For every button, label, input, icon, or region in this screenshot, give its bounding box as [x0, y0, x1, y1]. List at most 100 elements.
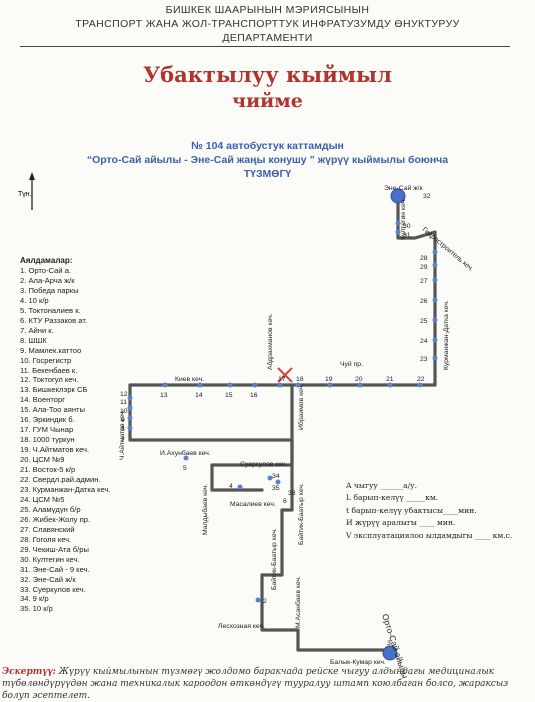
street-maldybaev: Малдыбаев кеч.: [201, 484, 209, 535]
header-rule: [20, 46, 510, 47]
legend-stop: 11. Бекенбаев к.: [20, 365, 78, 375]
header-line-3: ДЕПАРТАМЕНТИ: [222, 32, 313, 44]
stop-num-7: 7: [121, 437, 125, 444]
legend-stop: 8. ШШК: [20, 335, 47, 345]
stat-line-5: V эксплуатациялоо ылдамдыгы ____ км.с.: [346, 530, 513, 540]
stop-num-30: 30: [403, 223, 411, 230]
legend-stop: 24. ЦСМ №5: [20, 494, 65, 504]
stop-num-26: 26: [420, 298, 428, 305]
street-asanbaev: М.Асанбаев кеч.: [294, 576, 302, 628]
stop-num-23: 23: [420, 356, 428, 363]
stop-num-29: 29: [420, 264, 428, 271]
stop-num-11: 11: [120, 399, 127, 406]
street-suerkulov: Суеркулов кеч.: [240, 461, 288, 468]
legend-stop: 34. 9 к/р: [20, 594, 49, 604]
stop-num-21: 21: [386, 376, 394, 383]
stop-num-28: 28: [420, 255, 428, 262]
route-line-1: № 104 автобустук каттамдын: [191, 140, 344, 152]
legend-stop: 23. Курманжан-Датка кеч.: [20, 484, 111, 494]
stop-num-13: 13: [160, 392, 168, 399]
street-kiev: Киев кеч.: [175, 376, 204, 383]
street-kurmanjan: Курманжан-Датка кеч.: [443, 300, 450, 370]
terminal-top-num: 32: [423, 193, 431, 200]
legend-stop: 35. 10 к/р: [20, 604, 53, 614]
stop-num-12: 12: [120, 391, 128, 398]
stop-num-18: 18: [296, 376, 304, 383]
legend-stop: 33. Суеркулов кеч.: [20, 584, 86, 594]
legend-stop: 4. 10 к/р: [20, 295, 49, 305]
legend-stop: 3. Победа паркы: [20, 285, 79, 295]
legend-stop: 14. Военторг: [20, 395, 65, 405]
legend-stop: 29. Чекиш-Ата б/ры: [20, 544, 89, 554]
legend-stop: 19. Ч.Айтматов кеч.: [20, 445, 90, 455]
street-gidro: Гидростроитель кеч.: [421, 226, 475, 273]
stop-num-6: 6: [283, 498, 287, 505]
legend-stop: 16. Эркиндик б.: [20, 415, 75, 425]
stat-line-1: A чыгуу ______а/у.: [346, 481, 418, 490]
route-stats: A чыгуу ______а/у. L барып-келүү _____км…: [346, 480, 512, 542]
stop-num-3: 3: [387, 640, 391, 647]
stop-num-33: 33: [288, 490, 296, 497]
legend-stop: 7. Айни к.: [20, 325, 54, 335]
stop-num-14: 14: [195, 392, 203, 399]
stop-num-4: 4: [229, 483, 233, 490]
stop-num-20: 20: [355, 376, 363, 383]
stop-num-10: 10: [120, 408, 128, 415]
stat-line-2: L барып-келүү _____км.: [346, 493, 439, 503]
legend-stop: 25. Аламүдүн б/р: [20, 504, 81, 514]
legend-stop: 20. ЦСМ №9: [20, 455, 65, 465]
header-line-1: БИШКЕК ШААРЫНЫН МЭРИЯСЫНЫН: [165, 4, 370, 16]
legend-stop: 18. 1000 туркун: [20, 435, 75, 445]
legend-stop: 6. КТУ Раззаков ат.: [20, 315, 88, 325]
stop-num-27: 27: [420, 278, 428, 285]
legend-stop: 31. Эне-Сай - 9 кеч.: [20, 564, 90, 574]
legend-stop: 1. Орто-Сай а.: [20, 266, 72, 275]
route-line-3: ТҮЗМӨГҮ: [243, 168, 292, 180]
legend-stop: 21. Восток-5 к/р: [20, 465, 76, 475]
footnote-text: Жүрүү кыймылынын түзмөгү жолдомо баракча…: [2, 667, 509, 701]
legend-stop: 2. Ала-Арча ж/к: [20, 275, 75, 285]
north-arrow-icon: Түн.: [18, 172, 35, 210]
stat-line-4: И жүрүү аралыгы ____ мин.: [346, 518, 456, 528]
stop-num-17: 17: [278, 376, 286, 383]
legend-stop: 17. ГУМ Чынар: [20, 425, 74, 435]
stop-num-19: 19: [325, 376, 333, 383]
legend-stop: 26. Жибек-Жолу пр.: [20, 514, 91, 524]
street-baitik-1: Байтик-Баатыр кеч.: [297, 483, 305, 545]
legend-stop: 28. Гоголя кеч.: [20, 534, 72, 544]
stop-num-9: 9: [121, 417, 125, 424]
footnote-lead: Эскертүү:: [2, 667, 56, 677]
legend-stop: 30. Култегин кеч.: [20, 554, 80, 564]
terminal-stop-1: [382, 645, 398, 661]
north-label: Түн.: [18, 191, 32, 198]
street-chui: Чуй пр.: [340, 360, 363, 368]
terminal-stop-32: [390, 188, 406, 204]
stop-num-31: 31: [403, 232, 411, 239]
stop-num-5: 5: [183, 465, 187, 472]
stop-num-22: 22: [417, 376, 425, 383]
legend-stop: 5. Токтоналиев к.: [20, 305, 81, 315]
stop-num-15: 15: [225, 392, 233, 399]
stop-num-25: 25: [420, 318, 428, 325]
legend-stop: 13. Бишкеклэрк СБ: [20, 385, 88, 395]
header-line-2: ТРАНСПОРТ ЖАНА ЖОЛ-ТРАНСПОРТТУК ИНФРАТУЗ…: [75, 18, 460, 30]
legend-stop: 10. Госрегистр: [20, 355, 72, 365]
legend-stop: 9. Мамлек.каттоо: [20, 345, 82, 355]
stop-num-35: 35: [272, 485, 280, 492]
closed-segment-icon: [277, 367, 293, 383]
street-kultegin: Култегин кеч.: [400, 198, 407, 240]
legend-stop: 22. Свердл.рай.админ.: [20, 475, 101, 485]
street-leskoznaya: Лесхозная кеч.: [218, 623, 265, 630]
stat-line-3: t барып-келүү убактысы____мин.: [346, 505, 477, 515]
legend-stop: 27. Славянский: [20, 524, 75, 534]
route-line-2: “Орто-Сай айылы - Эне-Сай жаңы конушу ” …: [86, 154, 449, 166]
legend-title: Аялдамалар:: [20, 256, 73, 265]
title-line-1: Убактылуу кыймыл: [143, 62, 392, 87]
street-balyk: Балык-Кумар кеч.: [330, 659, 386, 666]
stop-num-16: 16: [250, 392, 258, 399]
footnote: Эскертүү: Жүрүү кыймылынын түзмөгү жолдо…: [2, 666, 532, 702]
stop-num-24: 24: [420, 338, 428, 345]
terminal-top-label: Эне-Сай ж/к: [384, 184, 423, 192]
